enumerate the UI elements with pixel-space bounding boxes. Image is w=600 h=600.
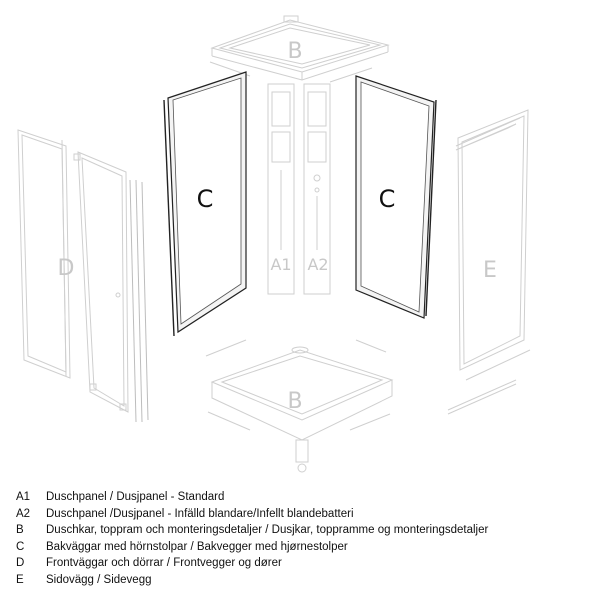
legend-row: D Frontväggar och dörrar / Frontvegger o… bbox=[16, 555, 596, 572]
legend-text: Frontväggar och dörrar / Frontvegger og … bbox=[46, 557, 282, 570]
legend-key: B bbox=[16, 524, 24, 537]
panel-a2-label: A2 bbox=[307, 255, 328, 274]
panel-a1-label: A1 bbox=[270, 255, 291, 274]
legend-text: Duschpanel / Dusjpanel - Standard bbox=[46, 491, 225, 503]
shower-panel-standard bbox=[267, 83, 295, 295]
parts-legend: A1 Duschpanel / Dusjpanel - Standard A2 … bbox=[16, 489, 596, 589]
shower-panel-mixer bbox=[303, 83, 331, 295]
legend-row: A1 Duschpanel / Dusjpanel - Standard bbox=[16, 489, 596, 506]
tray-bottom-label: B bbox=[287, 389, 302, 414]
back-wall-right-label: C bbox=[379, 185, 396, 213]
front-walls-and-doors bbox=[17, 129, 149, 423]
side-wall bbox=[447, 109, 531, 415]
legend-row: A2 Duschpanel /Dusjpanel - Infälld bland… bbox=[16, 506, 596, 523]
tray-top-label: B bbox=[287, 39, 302, 64]
legend-text: Bakväggar med hörnstolpar / Bakvegger me… bbox=[46, 540, 348, 553]
top-frame bbox=[209, 15, 390, 83]
legend-text: Duschkar, toppram och monteringsdetaljer… bbox=[46, 524, 489, 537]
legend-row: E Sidovägg / Sidevegg bbox=[16, 572, 596, 589]
legend-row: C Bakväggar med hörnstolpar / Bakvegger … bbox=[16, 539, 596, 556]
back-wall-left bbox=[163, 71, 247, 337]
legend-row: B Duschkar, toppram och monteringsdetalj… bbox=[16, 522, 596, 539]
legend-key: A2 bbox=[16, 507, 31, 520]
legend-key: A1 bbox=[16, 491, 31, 503]
legend-key: E bbox=[16, 573, 24, 586]
legend-key: C bbox=[16, 540, 25, 553]
front-label: D bbox=[58, 256, 75, 281]
legend-text: Duschpanel /Dusjpanel - Infälld blandare… bbox=[46, 507, 354, 520]
exploded-assembly-diagram: B C C A1 A2 bbox=[17, 15, 531, 473]
back-wall-left-label: C bbox=[197, 185, 214, 213]
back-wall-right bbox=[355, 75, 437, 319]
side-label: E bbox=[483, 258, 497, 283]
shower-tray bbox=[205, 339, 394, 473]
legend-key: D bbox=[16, 557, 25, 570]
legend-text: Sidovägg / Sidevegg bbox=[46, 573, 152, 586]
